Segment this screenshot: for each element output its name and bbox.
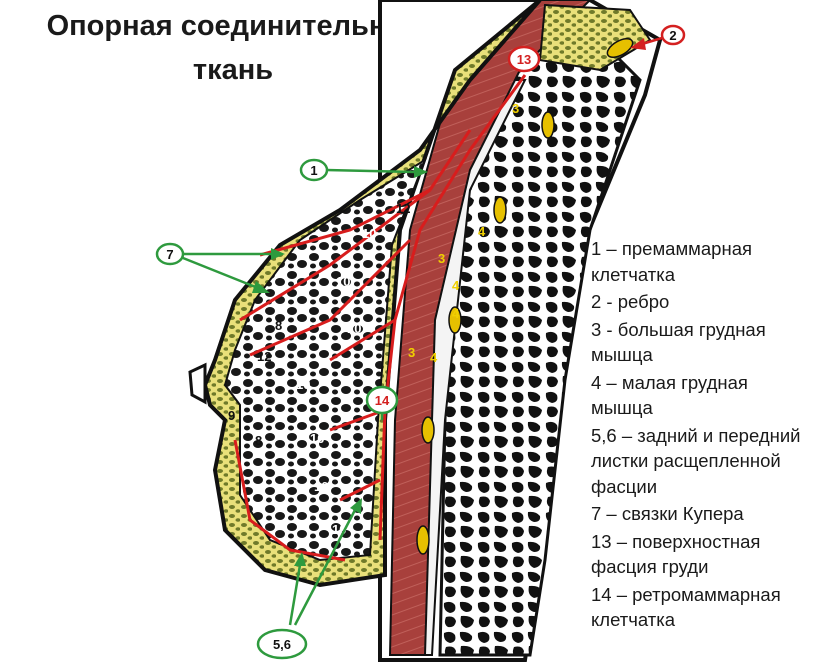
label-3-upper: 3 <box>512 101 519 116</box>
label-10-d: 10 <box>296 377 310 392</box>
label-10-f: 10 <box>314 479 328 494</box>
legend-item-2-line-1: 2 - ребро <box>591 291 670 312</box>
legend-item-13-line-1: 13 – поверхностная <box>591 530 761 552</box>
legend-item-4: 4 – малая грудная мышца <box>591 370 839 421</box>
legend-item-5-6-line-3: фасции <box>591 475 658 497</box>
callout-7: 7 <box>155 242 185 266</box>
glandular-tissue <box>223 157 428 562</box>
callout-5-6-text: 5,6 <box>273 637 291 652</box>
label-8-a: 8 <box>275 318 282 333</box>
legend-item-13: 13 – поверхностная фасция груди <box>591 529 839 580</box>
label-4-b: 4 <box>452 278 460 293</box>
legend-item-7-line-1: 7 – связки Купера <box>591 503 744 524</box>
label-10-e: 10 <box>310 431 324 446</box>
callout-1-text: 1 <box>310 163 317 178</box>
legend-item-3-line-2: мышца <box>591 344 653 365</box>
title-line-1: Опорная соединительная <box>46 10 420 42</box>
label-10-a: 10 <box>362 226 376 241</box>
label-10-b: 10 <box>336 274 350 289</box>
legend-item-5-6-line-1: 5,6 – задний и передний <box>591 424 801 446</box>
label-12-lower: 12 <box>257 349 271 364</box>
legend-item-2: 2 - ребро <box>591 289 839 315</box>
callout-2-text: 2 <box>669 28 676 43</box>
legend-item-4-line-2: мышца <box>591 397 653 418</box>
legend-item-3-line-1: 3 - большая грудная <box>591 318 766 340</box>
label-12-upper: 12 <box>396 201 410 216</box>
pectoralis-major-muscle <box>388 0 592 656</box>
legend-item-1-line-1: 1 – премаммарная <box>591 238 752 259</box>
callout-5-6: 5,6 <box>256 628 308 660</box>
label-8-b: 8 <box>255 433 262 448</box>
legend-list: 1 – премаммарная клетчатка 2 - ребро 3 -… <box>591 236 839 633</box>
legend-item-14-line-1: 14 – ретромаммарная <box>591 583 781 605</box>
legend-item-14-line-2: клетчатка <box>591 609 676 630</box>
minor-pectoral-spots <box>416 37 634 555</box>
callout-2: 2 <box>660 24 686 46</box>
nipple <box>188 362 207 405</box>
label-3-mid: 3 <box>438 251 445 266</box>
cooper-ligaments <box>233 74 527 562</box>
callout-56-arrow-a <box>288 564 302 626</box>
legend-item-1-line-2: клетчатка <box>591 263 676 285</box>
callout-56-arrow-b <box>293 509 357 626</box>
legend-item-1: 1 – премаммарная клетчатка <box>591 236 839 287</box>
label-3-lower: 3 <box>408 345 415 360</box>
callout-14-text: 14 <box>375 393 390 408</box>
callout-2-arrow <box>641 36 663 46</box>
title-line-2: ткань <box>192 54 274 86</box>
legend-item-13-line-2: фасция груди <box>591 556 709 577</box>
callout-13: 13 <box>507 45 541 73</box>
legend-item-5-6-line-2: листки расщепленной <box>591 450 781 471</box>
legend-item-5-6: 5,6 – задний и передний листки расщеплен… <box>591 423 839 500</box>
legend-item-3: 3 - большая грудная мышца <box>591 317 839 368</box>
label-4-c: 4 <box>452 306 460 321</box>
label-4-a: 4 <box>478 224 486 239</box>
callout-7-arrow-b <box>182 256 259 290</box>
callout-1: 1 <box>299 158 329 182</box>
callout-7-text: 7 <box>166 247 173 262</box>
callout-1-arrow <box>325 168 416 174</box>
label-10-c: 10 <box>347 321 361 336</box>
legend-item-14: 14 – ретромаммарная клетчатка <box>591 582 839 633</box>
label-9-a: 9 <box>228 408 235 423</box>
label-4-d: 4 <box>430 350 438 365</box>
diagram-title: Опорная соединительная ткань <box>8 4 458 92</box>
callout-13-text: 13 <box>517 52 531 67</box>
callout-14: 14 <box>365 385 399 415</box>
legend-item-4-line-1: 4 – малая грудная <box>591 371 748 393</box>
legend-item-7: 7 – связки Купера <box>591 501 839 527</box>
